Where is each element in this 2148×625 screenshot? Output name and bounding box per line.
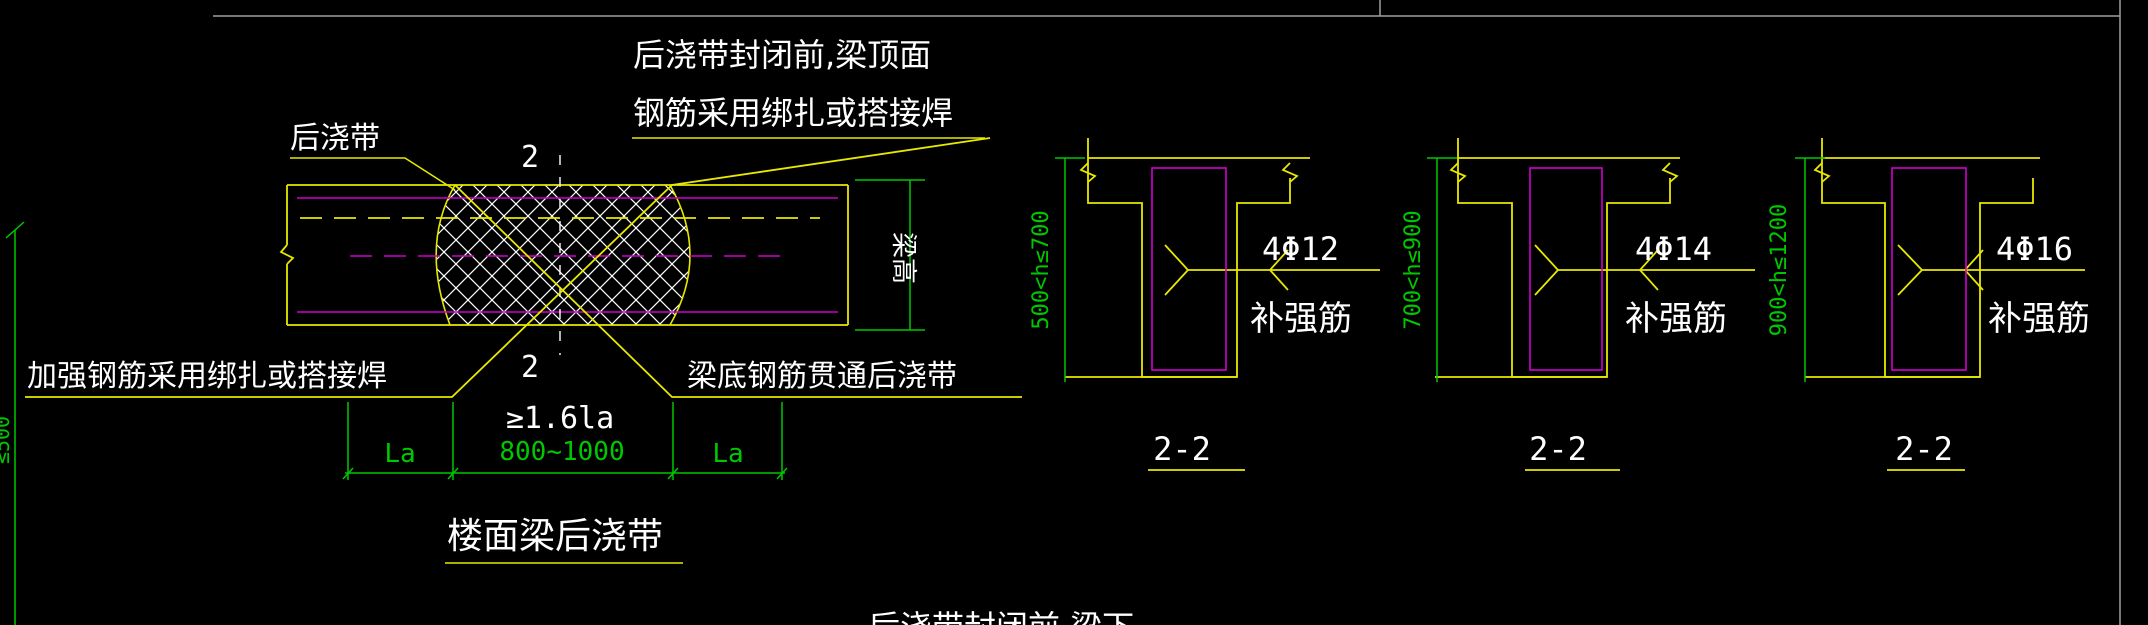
main-detail-title: 楼面梁后浇带: [447, 516, 663, 557]
note-top-line1: 后浇带封闭前,梁顶面: [633, 36, 931, 74]
length-dimensions: [342, 402, 788, 480]
label-houjiaodai: 后浇带: [290, 121, 380, 156]
section2-rebar: 4Φ14: [1635, 230, 1712, 268]
section-mark-top: 2: [521, 140, 539, 175]
left-edge-dimension: [5, 221, 25, 625]
beam-height-dimension: [855, 179, 925, 331]
note-top-line2: 钢筋采用绑扎或搭接焊: [633, 94, 953, 132]
left-edge-dimension-text: ≤500: [0, 416, 14, 464]
section2-height: 700<h≤900: [1401, 210, 1426, 329]
section3-label: 2-2: [1895, 430, 1953, 468]
section3-height: 900<h≤1200: [1767, 204, 1792, 336]
through-rebar: [454, 184, 1022, 398]
leader-houjiaodai: [290, 157, 456, 191]
main-beam-detail: 梁高 后浇带 后浇带封闭前,梁顶面 钢筋采用绑扎或搭接焊 加强钢筋采用绑扎或搭接…: [25, 36, 1022, 564]
section1-height: 500<h≤700: [1029, 210, 1054, 329]
section2-label: 2-2: [1529, 430, 1587, 468]
post-pour-hatch: [436, 185, 690, 325]
section3-rebar: 4Φ16: [1996, 230, 2073, 268]
post-pour-outline: [435, 184, 691, 326]
section-detail-3: 900<h≤1200 4Φ16 补强筋 2-2: [1767, 138, 2090, 471]
drawing-frame: [213, 0, 2121, 625]
beam-height-label: 梁高: [888, 232, 918, 284]
section-mark-bottom: 2: [521, 350, 539, 385]
section1-label: 2-2: [1153, 430, 1211, 468]
section3-rebar-label: 补强筋: [1988, 299, 2090, 339]
note-right: 梁底钢筋贯通后浇带: [687, 359, 957, 394]
section2-rebar-label: 补强筋: [1625, 299, 1727, 339]
section-detail-2: 700<h≤900 4Φ14 补强筋 2-2: [1401, 138, 1755, 471]
dim-right-text: La: [712, 439, 743, 469]
top-reinforcing-bar: [25, 137, 991, 398]
beam-outline: [279, 184, 849, 326]
dim-left-text: La: [384, 439, 415, 469]
dim-middle-text: 800~1000: [499, 437, 624, 467]
min-length-label: ≥1.6la: [506, 401, 614, 436]
section1-rebar-label: 补强筋: [1250, 299, 1352, 339]
bottom-caption: 后浇带封闭前,梁下: [868, 608, 1134, 625]
note-left: 加强钢筋采用绑扎或搭接焊: [27, 359, 387, 394]
section1-rebar: 4Φ12: [1262, 230, 1339, 268]
section-detail-1: 500<h≤700 4Φ12 补强筋 2-2: [1029, 138, 1380, 471]
